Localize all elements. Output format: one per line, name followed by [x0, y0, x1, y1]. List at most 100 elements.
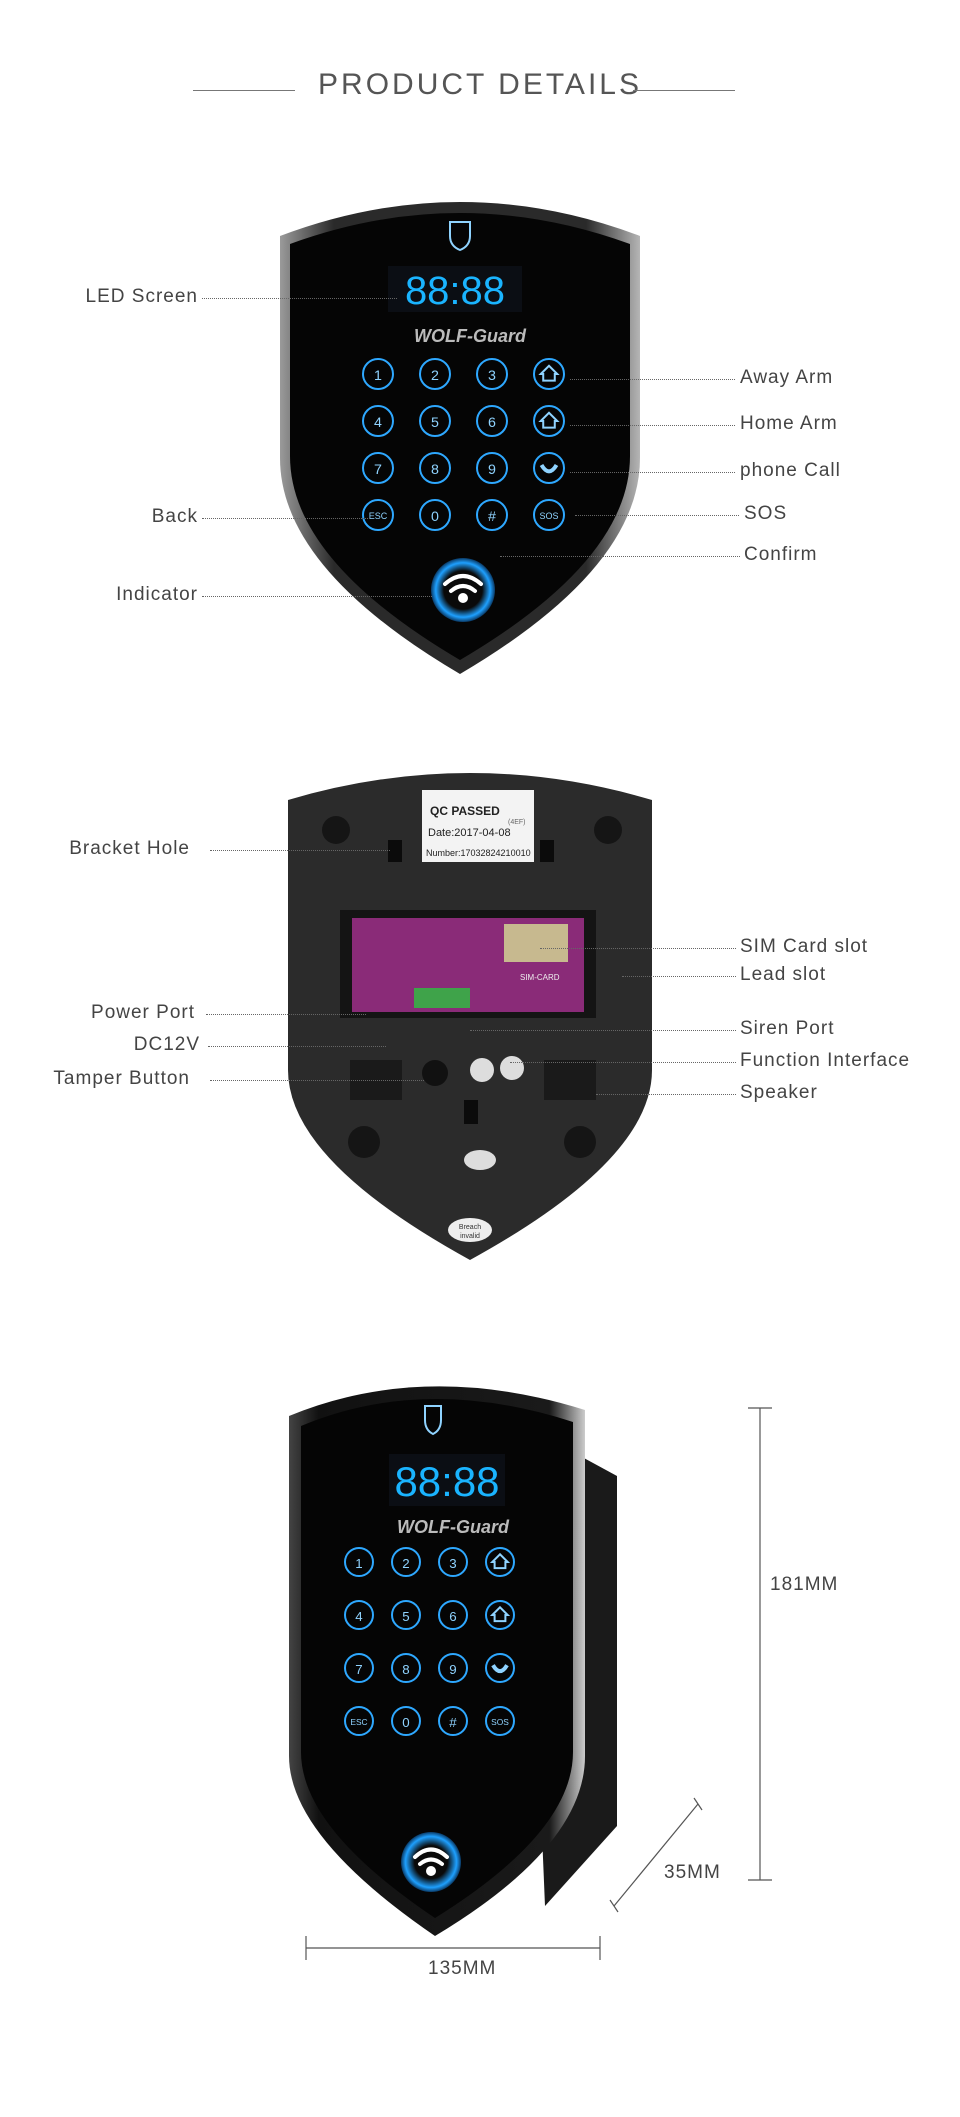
shield-logo-icon — [449, 221, 471, 252]
label-sim-card-slot: SIM Card slot — [740, 936, 869, 957]
front-key-label: 9 — [488, 462, 496, 478]
sim-card-slot — [504, 924, 568, 962]
side-key-2-2[interactable]: 9 — [438, 1653, 468, 1683]
bracket-hole-left — [388, 840, 402, 862]
side-key-label: # — [449, 1715, 457, 1730]
side-key-3-0[interactable]: ESC — [344, 1706, 374, 1736]
side-key-1-0[interactable]: 4 — [344, 1600, 374, 1630]
front-key-1-1[interactable]: 5 — [419, 405, 451, 437]
breach-label: Breach — [459, 1224, 481, 1231]
brand-logo: WOLF-Guard — [414, 326, 527, 346]
side-key-label: 4 — [355, 1609, 362, 1624]
front-key-1-0[interactable]: 4 — [362, 405, 394, 437]
front-key-3-1[interactable]: 0 — [419, 499, 451, 531]
front-key-0-1[interactable]: 2 — [419, 358, 451, 390]
leader-tamper-button — [210, 1080, 424, 1081]
front-key-label: 7 — [374, 462, 382, 478]
home-arm-icon — [489, 1605, 511, 1623]
front-key-2-2[interactable]: 9 — [476, 452, 508, 484]
side-key-3-3[interactable]: SOS — [485, 1706, 515, 1736]
tamper-button — [422, 1060, 448, 1086]
qc-line3: Number:17032824210010 — [426, 848, 531, 858]
rfid-wifi-icon — [443, 574, 483, 603]
side-key-1-1[interactable]: 5 — [391, 1600, 421, 1630]
leader-function-interface — [510, 1062, 736, 1063]
lab-sticker-icon — [470, 1058, 494, 1082]
side-key-2-0[interactable]: 7 — [344, 1653, 374, 1683]
front-key-3-2[interactable]: # — [476, 499, 508, 531]
side-key-1-2[interactable]: 6 — [438, 1600, 468, 1630]
front-key-2-1[interactable]: 8 — [419, 452, 451, 484]
side-key-label: ESC — [350, 1717, 367, 1727]
leader-siren-port — [470, 1030, 736, 1031]
front-key-0-2[interactable]: 3 — [476, 358, 508, 390]
leader-led-screen — [202, 298, 397, 299]
front-key-label: ESC — [369, 511, 388, 521]
front-key-label: 5 — [431, 415, 439, 431]
front-key-label: 4 — [374, 415, 382, 431]
led-display-2: 88:88 — [394, 1458, 499, 1505]
side-key-label: 0 — [402, 1715, 409, 1730]
side-key-0-2[interactable]: 3 — [438, 1547, 468, 1577]
leader-away-arm — [570, 379, 735, 380]
shield-logo-icon-2 — [424, 1405, 442, 1436]
side-key-label: 3 — [449, 1556, 456, 1571]
front-key-0-3[interactable] — [533, 358, 565, 390]
front-key-0-0[interactable]: 1 — [362, 358, 394, 390]
front-key-1-3[interactable] — [533, 405, 565, 437]
label-speaker: Speaker — [740, 1082, 818, 1103]
back-device: QC PASSED (4EF) Date:2017-04-08 Number:1… — [288, 773, 652, 1260]
front-key-label: # — [488, 509, 496, 525]
front-key-2-3[interactable] — [533, 452, 565, 484]
label-tamper-button: Tamper Button — [53, 1068, 190, 1089]
front-key-2-0[interactable]: 7 — [362, 452, 394, 484]
side-key-label: 5 — [402, 1609, 409, 1624]
leader-back — [202, 518, 370, 519]
label-back: Back — [151, 506, 198, 527]
title-rule-right — [633, 90, 735, 91]
front-key-label: 3 — [488, 368, 496, 384]
leader-speaker — [596, 1094, 736, 1095]
qc-tag: (4EF) — [508, 819, 526, 826]
speaker-grille-right — [544, 1060, 596, 1100]
terminal-block — [414, 988, 470, 1008]
side-key-2-1[interactable]: 8 — [391, 1653, 421, 1683]
leader-phone-call — [570, 472, 735, 473]
leader-lead-slot — [622, 976, 736, 977]
front-key-3-3[interactable]: SOS — [533, 499, 565, 531]
page-title: PRODUCT DETAILS — [318, 68, 642, 101]
phone-icon — [491, 1664, 509, 1674]
side-key-2-3[interactable] — [485, 1653, 515, 1683]
label-function-interface: Function Interface — [740, 1050, 911, 1071]
pcb-sim-label: SIM-CARD — [520, 973, 560, 982]
leader-power-port — [206, 1014, 366, 1015]
side-key-3-1[interactable]: 0 — [391, 1706, 421, 1736]
front-key-label: 6 — [488, 415, 496, 431]
front-key-3-0[interactable]: ESC — [362, 499, 394, 531]
side-key-3-2[interactable]: # — [438, 1706, 468, 1736]
label-power-port: Power Port — [91, 1002, 195, 1023]
label-sos: SOS — [744, 503, 788, 524]
label-home-arm: Home Arm — [740, 413, 838, 434]
label-lead-slot: Lead slot — [740, 964, 827, 985]
label-siren-port: Siren Port — [740, 1018, 835, 1039]
front-key-label: 2 — [431, 368, 439, 384]
front-key-1-2[interactable]: 6 — [476, 405, 508, 437]
title-rule-left — [193, 90, 295, 91]
front-key-label: SOS — [539, 511, 558, 521]
leader-indicator — [202, 596, 432, 597]
label-dc12v: DC12V — [133, 1034, 200, 1055]
led-display: 88:88 — [405, 269, 505, 313]
qc-round-sticker — [464, 1150, 496, 1170]
dimension-height: 181MM — [770, 1574, 839, 1595]
away-arm-icon — [489, 1552, 511, 1570]
side-key-label: SOS — [491, 1717, 509, 1727]
dimension-depth: 35MM — [664, 1862, 721, 1883]
side-key-1-3[interactable] — [485, 1600, 515, 1630]
side-key-0-1[interactable]: 2 — [391, 1547, 421, 1577]
side-key-0-0[interactable]: 1 — [344, 1547, 374, 1577]
side-key-0-3[interactable] — [485, 1547, 515, 1577]
